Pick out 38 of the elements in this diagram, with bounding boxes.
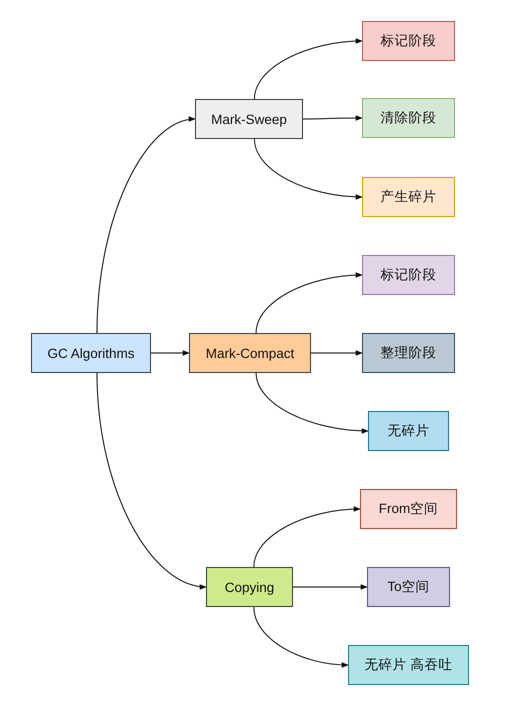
node-label: 无碎片 高吞吐 [364,656,452,674]
node-label: 标记阶段 [380,266,436,284]
leaf-box [348,645,469,685]
process-box [195,99,303,139]
arrow [96,117,196,334]
leaf-box [368,411,449,451]
arrow [150,350,190,356]
node-label: 清除阶段 [380,109,436,127]
arrow [310,350,363,356]
arrow [254,38,363,100]
arrow [256,272,363,334]
leaf-box [360,489,457,529]
leaf-box [362,98,455,138]
leaf-box [362,255,455,295]
arrow [253,506,361,568]
arrow [96,372,207,589]
arrow [253,606,349,668]
node-label: Copying [224,580,274,594]
leaf-box [362,333,455,373]
leaf-box [367,567,450,607]
root-box [31,333,151,373]
arrow [254,138,363,200]
leaf-box [362,177,455,217]
process-box [189,333,311,373]
arrow [256,372,369,434]
node-label: Mark-Sweep [211,112,287,126]
node-label: From空间 [378,500,438,518]
node-label: To空间 [387,578,430,596]
leaf-box [362,21,455,61]
node-label: 无碎片 [388,422,430,440]
node-label: GC Algorithms [47,346,135,360]
process-box [206,567,293,607]
arrow [292,584,368,590]
node-label: 整理阶段 [380,344,436,362]
node-label: Mark-Compact [206,346,294,360]
arrow [302,115,363,121]
node-label: 标记阶段 [380,32,436,50]
node-label: 产生碎片 [380,188,436,206]
